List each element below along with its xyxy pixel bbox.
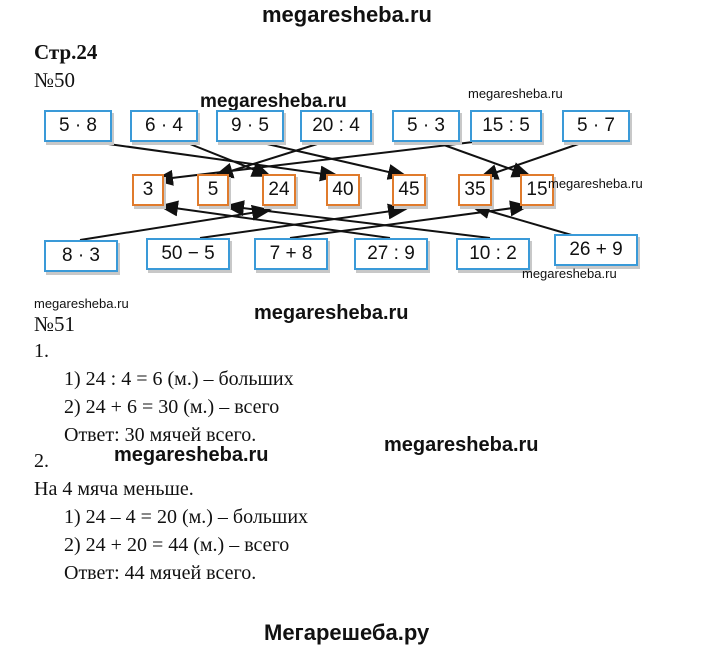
watermark-4: megaresheba.ru: [522, 266, 617, 281]
line-26plus9-to-35: [470, 203, 576, 237]
line-10div2-to-5: [224, 200, 491, 239]
answer-45: 45: [392, 174, 426, 206]
expr-top-7: 5 · 7: [562, 110, 630, 142]
task-51-label: №51: [34, 312, 76, 336]
line-5x8-to-40: [79, 139, 340, 182]
line-7plus8-to-15: [289, 200, 530, 239]
watermark-7: megaresheba.ru: [384, 434, 539, 456]
watermark-top: megaresheba.ru: [262, 2, 432, 27]
watermark-8: megaresheba.ru: [114, 444, 269, 466]
task-50-label: №50: [34, 68, 76, 92]
answer-35: 35: [458, 174, 492, 206]
part-1-step-2: 2) 24 + 6 = 30 (м.) – всего: [64, 396, 280, 418]
answer-24: 24: [262, 174, 296, 206]
answer-15: 15: [520, 174, 554, 206]
line-50minus5-to-45: [199, 203, 408, 239]
line-9x5-to-45: [249, 139, 408, 180]
part-2-note: На 4 мяча меньше.: [34, 478, 194, 500]
expr-bottom-6: 26 + 9: [554, 234, 638, 266]
part-2-step-1: 1) 24 – 4 = 20 (м.) – больших: [64, 506, 309, 528]
expr-bottom-4: 27 : 9: [354, 238, 428, 270]
expr-bottom-5: 10 : 2: [456, 238, 530, 270]
line-5x7-to-35: [478, 139, 591, 180]
watermark-3: megaresheba.ru: [548, 176, 643, 191]
expr-top-6: 15 : 5: [470, 110, 542, 142]
expr-bottom-1: 8 · 3: [44, 240, 118, 272]
part-2-answer: Ответ: 44 мячей всего.: [64, 562, 257, 584]
watermark-6: megaresheba.ru: [254, 302, 409, 324]
line-6x4-to-24: [179, 139, 272, 177]
expr-bottom-3: 7 + 8: [254, 238, 328, 270]
part-2-number: 2.: [34, 450, 49, 472]
expr-top-4: 20 : 4: [300, 110, 372, 142]
line-8x3-to-24: [79, 204, 272, 241]
line-15div5-to-3: [153, 139, 491, 186]
expr-top-5: 5 · 3: [392, 110, 460, 142]
footer-watermark: Мегарешеба.ру: [264, 620, 430, 645]
watermark-5: megaresheba.ru: [34, 296, 129, 311]
line-27div9-to-3: [158, 200, 391, 239]
answer-5: 5: [197, 174, 229, 206]
page-number: Стр.24: [34, 40, 98, 64]
expr-top-2: 6 · 4: [130, 110, 198, 142]
expr-top-3: 9 · 5: [216, 110, 284, 142]
answer-40: 40: [326, 174, 360, 206]
part-2-step-2: 2) 24 + 20 = 44 (м.) – всего: [64, 534, 290, 556]
part-1-answer: Ответ: 30 мячей всего.: [64, 424, 257, 446]
expr-bottom-2: 50 − 5: [146, 238, 230, 270]
watermark-1: megaresheba.ru: [200, 91, 347, 112]
answer-3: 3: [132, 174, 164, 206]
watermark-2: megaresheba.ru: [468, 86, 563, 101]
expr-top-1: 5 · 8: [44, 110, 112, 142]
part-1-number: 1.: [34, 340, 49, 362]
part-1-step-1: 1) 24 : 4 = 6 (м.) – больших: [64, 368, 294, 390]
